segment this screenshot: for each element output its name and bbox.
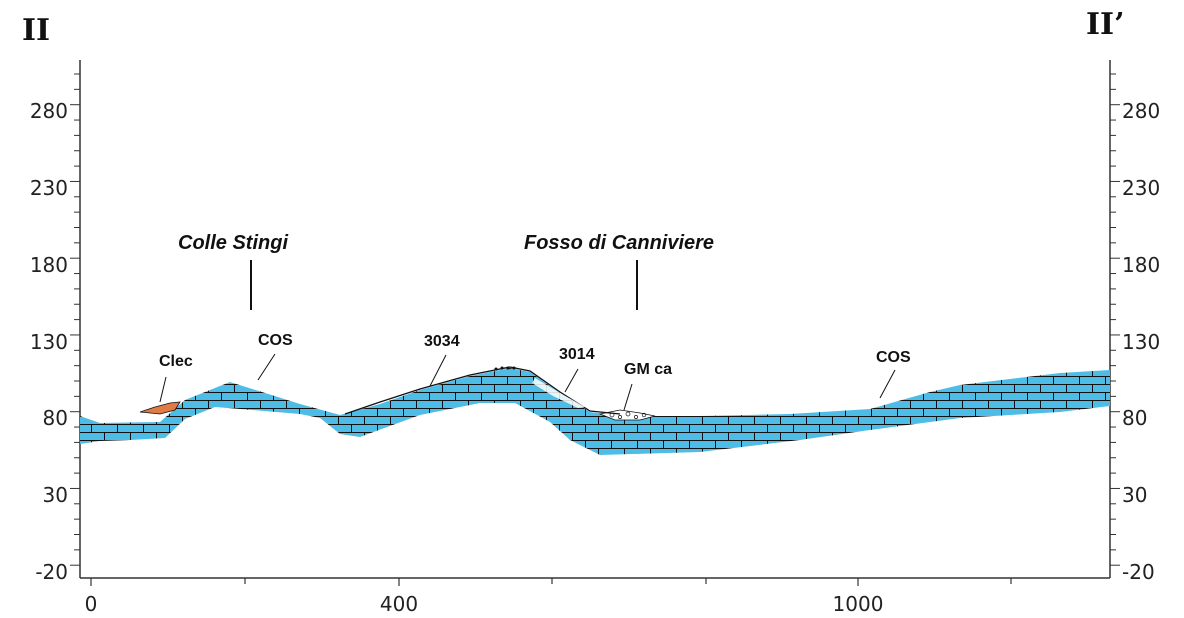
- x-tick-label: 1000: [833, 592, 884, 616]
- y-tick-label: 180: [30, 253, 68, 277]
- cover-3014: [509, 366, 621, 415]
- y-tick-label: -20: [1122, 560, 1155, 584]
- leader-line: [257, 353, 276, 381]
- y-tick-label: 230: [30, 176, 68, 200]
- right-axis: 280 230 180 130 80 30 -20: [1109, 60, 1160, 584]
- y-tick-label: 30: [43, 483, 68, 507]
- limestone-body: [80, 368, 1110, 455]
- y-tick-label: 180: [1122, 253, 1160, 277]
- leader-line: [429, 354, 447, 387]
- y-tick-label: 280: [1122, 99, 1160, 123]
- y-tick-label: 80: [43, 406, 68, 430]
- clec-lens: [139, 401, 181, 415]
- leader-line: [159, 376, 167, 403]
- leader-line: [623, 383, 633, 411]
- unit-label-3014: 3014: [559, 346, 595, 363]
- section-label-right: II’: [1086, 7, 1125, 42]
- crest-marks: [494, 366, 516, 371]
- unit-label-cos: COS: [258, 332, 293, 349]
- place-label-colle-stingi: Colle Stingi: [178, 232, 288, 254]
- y-tick-label: -20: [35, 560, 68, 584]
- place-label-fosso-di-canniviere: Fosso di Canniviere: [524, 232, 714, 254]
- unit-label-cos: COS: [876, 349, 911, 366]
- cover-3034: [344, 366, 511, 415]
- unit-label-clec: Clec: [159, 353, 193, 370]
- cover-3014-fill: [532, 378, 585, 408]
- left-axis: 280 230 180 130 80 30 -20: [30, 60, 81, 584]
- x-tick-label: 400: [380, 592, 418, 616]
- y-tick-label: 230: [1122, 176, 1160, 200]
- gm-ca-deposit: [598, 409, 656, 421]
- geologic-section: [80, 366, 1110, 455]
- leader-line: [564, 368, 579, 393]
- unit-label-gm-ca: GM ca: [624, 361, 672, 378]
- unit-label-3034: 3034: [424, 333, 460, 350]
- section-label-left: II: [22, 13, 50, 48]
- y-tick-label: 80: [1122, 406, 1147, 430]
- bottom-axis: 0 400 1000: [80, 577, 1110, 616]
- gm-ca-gravel: [609, 411, 647, 419]
- leader-line: [879, 369, 896, 399]
- y-tick-label: 30: [1122, 483, 1147, 507]
- y-tick-label: 280: [30, 99, 68, 123]
- x-tick-label: 0: [85, 592, 98, 616]
- y-tick-label: 130: [1122, 330, 1160, 354]
- y-tick-label: 130: [30, 330, 68, 354]
